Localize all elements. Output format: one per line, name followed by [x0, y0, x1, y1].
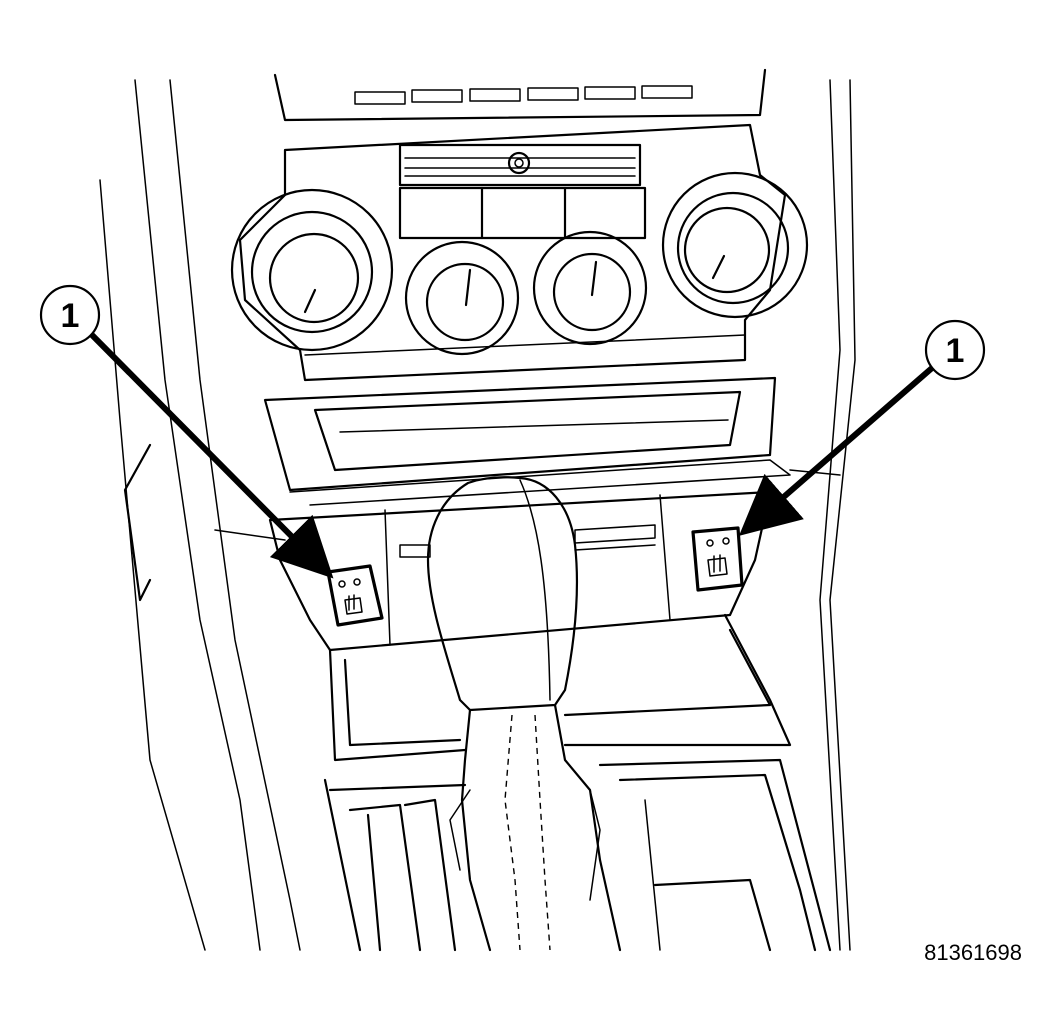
right-heated-seat-switch[interactable]: [691, 526, 744, 592]
storage-tray: [263, 376, 791, 506]
knob-right-large: [661, 171, 809, 319]
top-vent: [273, 68, 767, 122]
gear-shifter: [426, 476, 622, 952]
callout-left: 1: [39, 284, 334, 579]
left-heated-seat-switch[interactable]: [326, 564, 384, 627]
figure-id: 81361698: [924, 940, 1022, 965]
knob-center-right: [532, 230, 648, 346]
callout-label-right: 1: [946, 332, 965, 370]
lower-console: [323, 613, 832, 952]
right-trim-lines: [789, 79, 856, 951]
left-trim-lines: [99, 79, 301, 951]
hvac-control-panel: [238, 123, 787, 382]
heated-seat-icon: [706, 537, 730, 577]
callout-right: 1: [738, 319, 986, 536]
knob-left-large: [230, 188, 394, 352]
callout-label-left: 1: [61, 297, 80, 335]
heated-seat-icon: [338, 578, 363, 615]
knob-center-left: [404, 240, 520, 356]
